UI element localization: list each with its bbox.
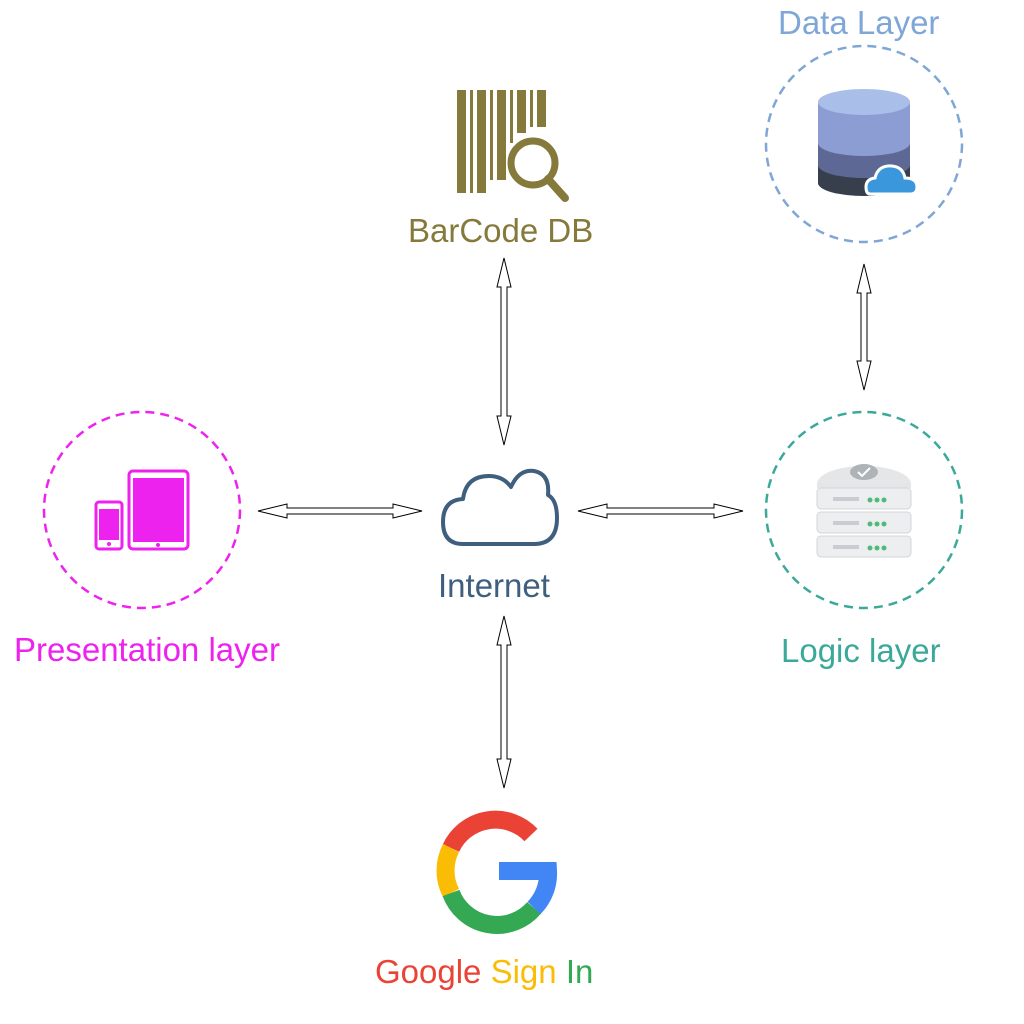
logic-layer-label: Logic layer <box>781 632 941 669</box>
internet-label: Internet <box>438 567 550 604</box>
barcode-search-icon <box>457 90 569 202</box>
in-word: In <box>565 953 594 990</box>
logic-layer-circle <box>764 410 964 610</box>
cloud-outline-icon <box>441 468 559 546</box>
phone-tablet-icon <box>94 469 190 551</box>
arrow-internet-google <box>496 615 512 789</box>
presentation-layer-label: Presentation layer <box>14 631 280 668</box>
data-layer-circle <box>764 44 964 244</box>
database-cloud-icon <box>818 89 919 196</box>
arrow-barcode-internet <box>496 257 512 446</box>
arrow-internet-logic <box>577 503 744 519</box>
presentation-layer-circle <box>42 410 242 610</box>
google-sign-in-label: Google Sign In <box>375 955 593 988</box>
arrow-presentation-internet <box>257 503 423 519</box>
google-word: Google <box>375 953 482 990</box>
server-stack-icon <box>816 464 912 558</box>
sign-word: Sign <box>490 953 557 990</box>
google-g-icon <box>436 810 558 934</box>
data-layer-label: Data Layer <box>778 4 940 41</box>
arrow-data-logic <box>856 263 872 391</box>
barcode-db-label: BarCode DB <box>408 212 594 249</box>
